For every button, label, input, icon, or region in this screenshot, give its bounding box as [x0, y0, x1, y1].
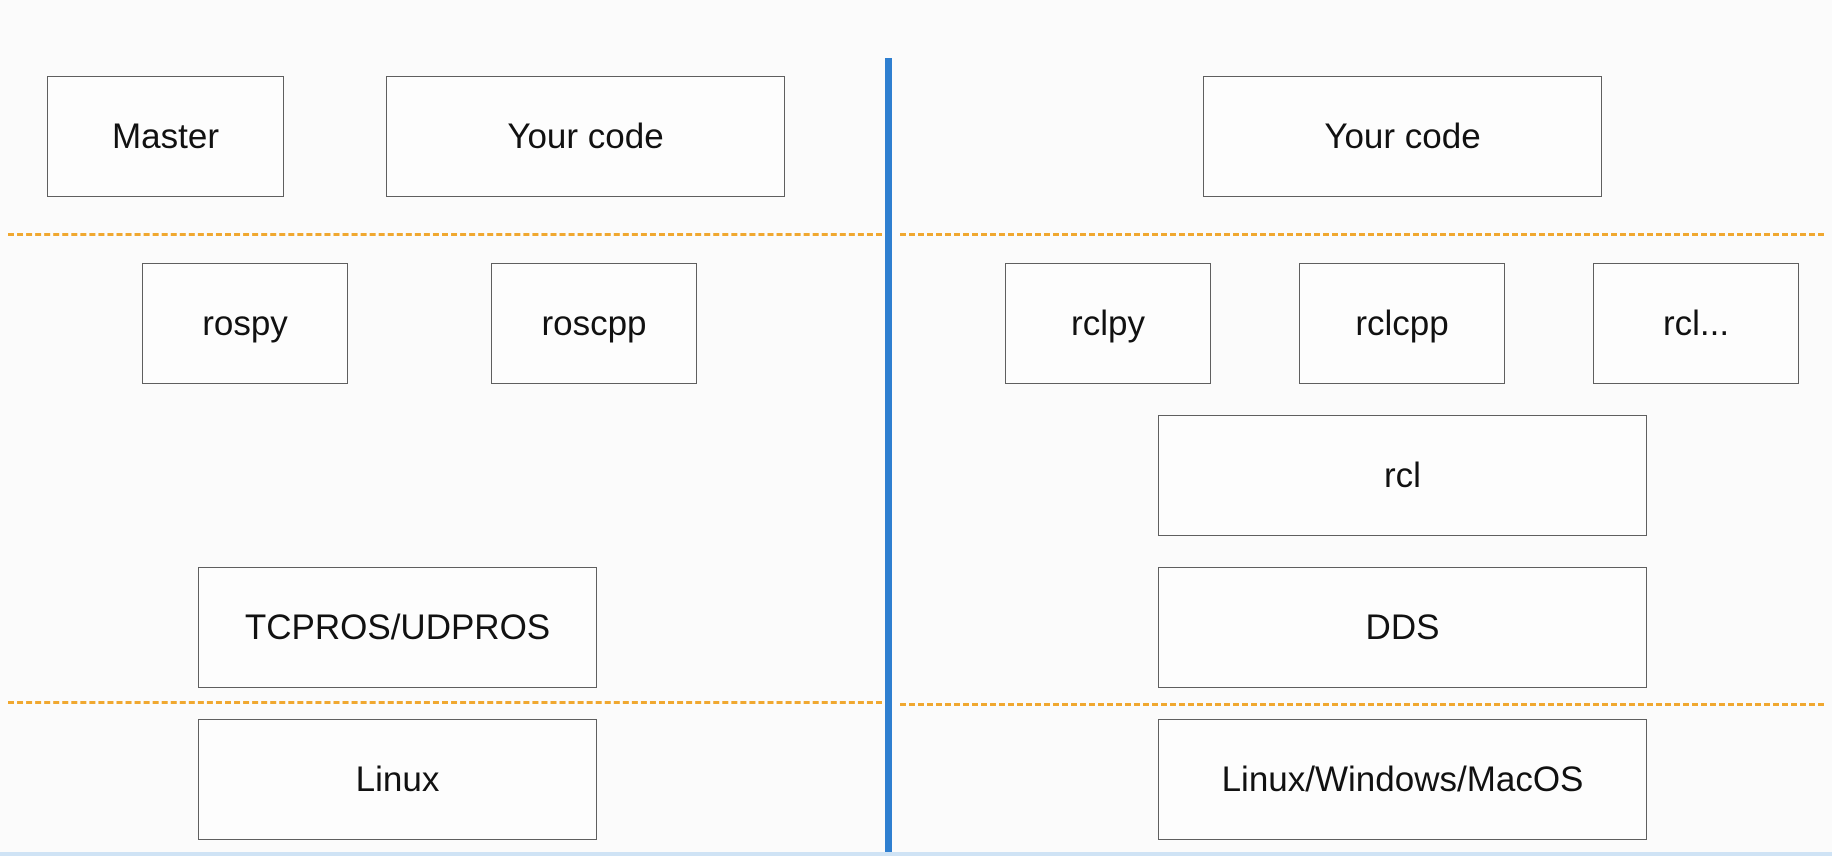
os-label-right: Linux/Windows/MacOS: [1221, 759, 1584, 799]
rospy-label: rospy: [202, 303, 288, 343]
rclpy-label: rclpy: [1071, 303, 1145, 343]
rclpy-box: rclpy: [1005, 263, 1211, 384]
transport-label: TCPROS/UDPROS: [244, 607, 551, 647]
your-code-label-left: Your code: [507, 116, 664, 156]
your-code-label-right: Your code: [1324, 116, 1481, 156]
rcl-other-box: rcl...: [1593, 263, 1799, 384]
layer-separator-top-right: [900, 233, 1824, 236]
bottom-edge: [0, 852, 1832, 856]
vertical-divider: [885, 58, 892, 856]
roscpp-box: roscpp: [491, 263, 697, 384]
dds-label: DDS: [1365, 607, 1440, 647]
os-box-right: Linux/Windows/MacOS: [1158, 719, 1647, 840]
transport-box: TCPROS/UDPROS: [198, 567, 597, 688]
os-box-left: Linux: [198, 719, 597, 840]
rcl-other-label: rcl...: [1662, 303, 1730, 343]
rclcpp-label: rclcpp: [1355, 303, 1449, 343]
layer-separator-bottom-left: [8, 701, 882, 704]
roscpp-label: roscpp: [541, 303, 647, 343]
layer-separator-top-left: [8, 233, 882, 236]
dds-box: DDS: [1158, 567, 1647, 688]
master-box: Master: [47, 76, 284, 197]
rclcpp-box: rclcpp: [1299, 263, 1505, 384]
rospy-box: rospy: [142, 263, 348, 384]
layer-separator-bottom-right: [900, 703, 1824, 706]
os-label-left: Linux: [355, 759, 440, 799]
rcl-box: rcl: [1158, 415, 1647, 536]
your-code-box-right: Your code: [1203, 76, 1602, 197]
your-code-box-left: Your code: [386, 76, 785, 197]
rcl-label: rcl: [1384, 455, 1421, 495]
master-label: Master: [112, 116, 219, 156]
